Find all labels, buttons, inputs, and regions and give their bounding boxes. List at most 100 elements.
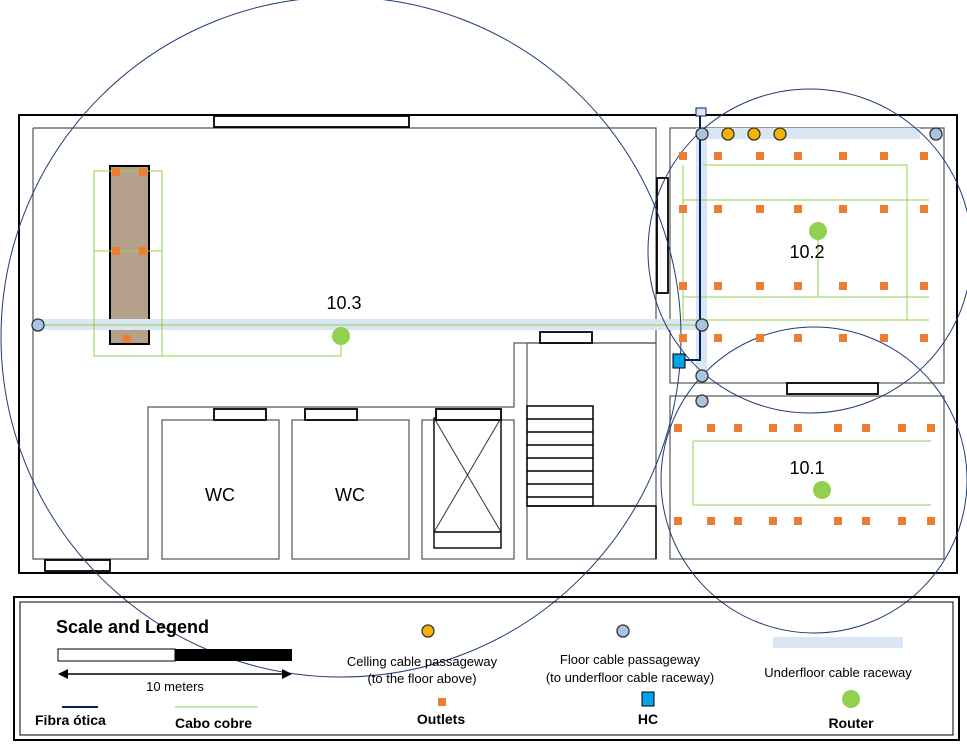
room-10-1-walls	[669, 395, 945, 560]
legend-hc-icon	[641, 691, 655, 707]
outlet	[898, 517, 906, 525]
legend-router-label: Router	[828, 715, 874, 731]
wc-label-1: WC	[205, 485, 235, 505]
scale-arrow-right	[282, 669, 292, 679]
legend-floor-icon	[616, 624, 630, 638]
outlet	[920, 334, 928, 342]
legend-ceiling-line2: (to the floor above)	[367, 671, 476, 686]
ceiling-passage	[773, 127, 787, 141]
ceiling-passage	[747, 127, 761, 141]
outlet	[839, 334, 847, 342]
outlet	[714, 334, 722, 342]
outlet	[880, 334, 888, 342]
outlet	[898, 424, 906, 432]
outlet	[674, 517, 682, 525]
outlet	[679, 152, 687, 160]
outlets	[112, 152, 935, 525]
outlet	[674, 424, 682, 432]
outlet	[834, 517, 842, 525]
outlet	[139, 168, 147, 176]
outlet	[679, 334, 687, 342]
floor-passage	[695, 394, 709, 408]
floor-passage	[929, 127, 943, 141]
outlet	[834, 424, 842, 432]
legend-outlet-label: Outlets	[417, 711, 465, 727]
stair-room	[526, 342, 657, 560]
outlet	[794, 205, 802, 213]
fiber-cable	[684, 110, 701, 361]
legend-copper-label: Cabo cobre	[175, 715, 252, 731]
outlet	[756, 282, 764, 290]
outlet	[714, 152, 722, 160]
hc-box	[672, 353, 686, 369]
outlet	[920, 205, 928, 213]
outlet	[862, 517, 870, 525]
outlet	[139, 247, 147, 255]
copper-cables	[40, 164, 931, 506]
outlet	[679, 282, 687, 290]
router	[332, 327, 350, 345]
elevator-shaft	[433, 417, 502, 549]
floor-passage	[695, 369, 709, 383]
legend-outlet-icon	[438, 698, 446, 706]
outlet	[927, 517, 935, 525]
outlet	[679, 205, 687, 213]
legend-floor-line1: Floor cable passageway	[560, 652, 701, 667]
outlet	[794, 517, 802, 525]
outlet	[880, 282, 888, 290]
legend-hc-label: HC	[638, 711, 658, 727]
scale-arrow-left	[58, 669, 68, 679]
outlet	[714, 205, 722, 213]
outlet	[714, 282, 722, 290]
outlet	[794, 424, 802, 432]
fiber-riser	[695, 107, 707, 117]
outlet	[756, 152, 764, 160]
legend-raceway-label: Underfloor cable raceway	[764, 665, 912, 680]
outlet	[794, 282, 802, 290]
floor-passage	[695, 318, 709, 332]
outlet	[112, 247, 120, 255]
floor-passage	[31, 318, 45, 332]
legend-frame-outer	[13, 596, 960, 741]
legend-title: Scale and Legend	[56, 617, 209, 637]
ceiling-passageways	[721, 127, 787, 141]
legend-floor-line2: (to underfloor cable raceway)	[546, 670, 714, 685]
scale-label: 10 meters	[146, 679, 204, 694]
stairs	[526, 405, 657, 559]
routers	[332, 222, 831, 499]
outlet	[734, 517, 742, 525]
room-label-10-2: 10.2	[789, 242, 824, 262]
ceiling-passage	[721, 127, 735, 141]
outlet	[707, 517, 715, 525]
outlet	[839, 282, 847, 290]
outlet	[123, 335, 131, 343]
scale-bar-black	[175, 649, 292, 661]
legend-raceway-icon	[773, 637, 903, 648]
windows	[44, 115, 879, 572]
outlet	[734, 424, 742, 432]
legend-frame-inner	[19, 601, 954, 736]
outlet	[920, 152, 928, 160]
outlet	[880, 152, 888, 160]
legend-ceiling-line1: Celling cable passageway	[347, 654, 498, 669]
outlet	[769, 517, 777, 525]
elevator-cross-2	[433, 417, 502, 533]
room-label-10-1: 10.1	[789, 458, 824, 478]
scale-bar-white	[57, 648, 176, 662]
outlet	[862, 424, 870, 432]
legend: Scale and Legend 10 meters Celling cable…	[13, 596, 960, 741]
wc-label-2: WC	[335, 485, 365, 505]
outlet	[707, 424, 715, 432]
floor-passageways	[31, 127, 943, 408]
legend-fiber-label: Fibra ótica	[35, 712, 106, 728]
elevator-room	[421, 419, 515, 560]
outlet	[920, 282, 928, 290]
outlet	[839, 205, 847, 213]
outlet	[839, 152, 847, 160]
building-outline	[18, 114, 958, 574]
outlet	[794, 334, 802, 342]
outlet	[927, 424, 935, 432]
legend-router-icon	[842, 690, 860, 708]
outlet	[756, 334, 764, 342]
